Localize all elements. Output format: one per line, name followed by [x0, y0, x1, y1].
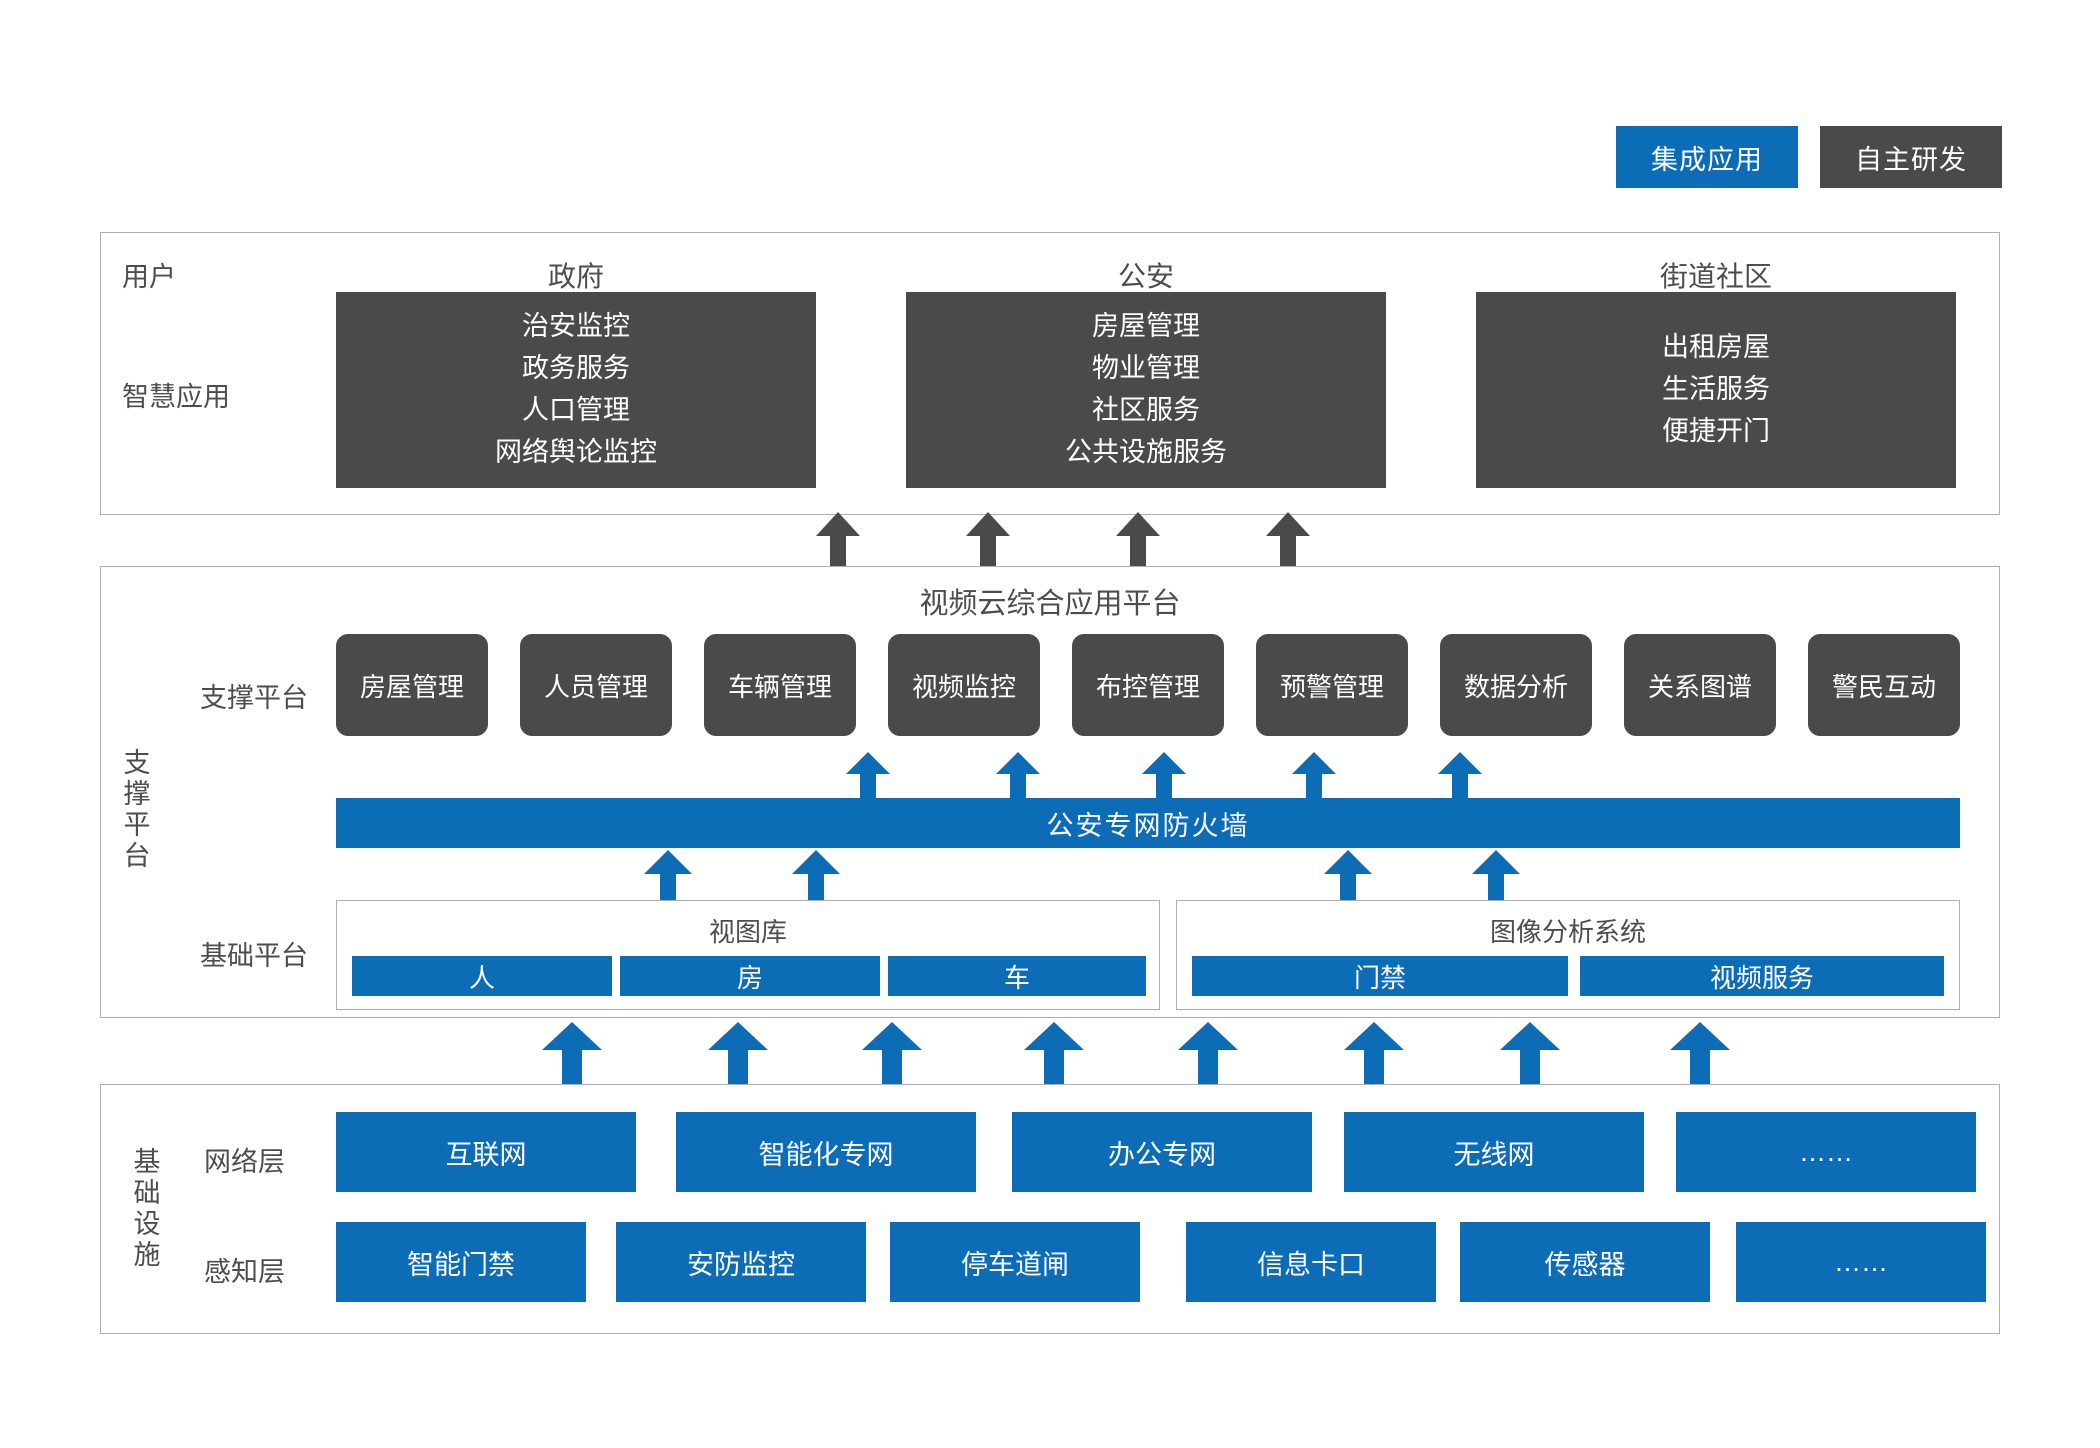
infra-network-item-3[interactable]: 无线网	[1344, 1112, 1644, 1192]
base-item-view-library-2[interactable]: 车	[888, 956, 1146, 996]
row-label-support-platform: 支撑平台	[200, 682, 308, 713]
platform-title: 视频云综合应用平台	[919, 588, 1181, 620]
support-item-1[interactable]: 人员管理	[520, 634, 672, 736]
app-item-public-security-0: 房屋管理	[1092, 311, 1200, 342]
legend-item-integrated-app: 集成应用	[1616, 126, 1798, 188]
arrow-base-to-firewall-group	[644, 850, 1520, 902]
base-item-image-analysis-0[interactable]: 门禁	[1192, 956, 1568, 996]
app-column-title-government: 政府	[547, 261, 604, 292]
support-item-8[interactable]: 警民互动	[1808, 634, 1960, 736]
legend-item-self-developed: 自主研发	[1820, 126, 2002, 188]
app-item-street-community-0: 出租房屋	[1662, 332, 1770, 363]
arrow-infrastructure-to-platform-group	[542, 1022, 1730, 1084]
legend-label-self-developed: 自主研发	[1855, 144, 1967, 175]
support-item-6[interactable]: 数据分析	[1440, 634, 1592, 736]
infrastructure-side-label: 基础设施	[129, 1147, 160, 1271]
support-item-3[interactable]: 视频监控	[888, 634, 1040, 736]
row-label-perception: 感知层	[204, 1256, 285, 1287]
support-item-2[interactable]: 车辆管理	[704, 634, 856, 736]
row-label-network: 网络层	[204, 1146, 285, 1177]
app-item-government-1: 政务服务	[522, 353, 630, 384]
app-item-street-community-1: 生活服务	[1662, 374, 1770, 405]
base-item-view-library-0[interactable]: 人	[352, 956, 612, 996]
infra-perception-item-1[interactable]: 安防监控	[616, 1222, 866, 1302]
infra-perception-item-4[interactable]: 传感器	[1460, 1222, 1710, 1302]
infra-perception-item-2[interactable]: 停车道闸	[890, 1222, 1140, 1302]
infra-perception-item-3[interactable]: 信息卡口	[1186, 1222, 1436, 1302]
app-item-public-security-1: 物业管理	[1092, 353, 1200, 384]
app-item-government-3: 网络舆论监控	[495, 436, 657, 467]
legend: 集成应用 自主研发	[1616, 126, 2002, 188]
base-item-view-library-1[interactable]: 房	[620, 956, 880, 996]
app-item-street-community-2: 便捷开门	[1662, 415, 1770, 446]
infra-network-item-2[interactable]: 办公专网	[1012, 1112, 1312, 1192]
app-item-public-security-2: 社区服务	[1092, 395, 1200, 425]
app-item-government-2: 人口管理	[522, 395, 630, 425]
base-group-title-image-analysis: 图像分析系统	[1489, 917, 1646, 947]
support-item-0[interactable]: 房屋管理	[336, 634, 488, 736]
support-item-7[interactable]: 关系图谱	[1624, 634, 1776, 736]
infra-perception-item-5[interactable]: ……	[1736, 1222, 1986, 1302]
platform-side-label: 支撑平台	[119, 748, 150, 872]
arrow-firewall-to-support-group	[846, 752, 1482, 800]
firewall-bar[interactable]: 公安专网防火墙	[336, 798, 1960, 848]
app-item-government-0: 治安监控	[522, 311, 630, 342]
row-label-user: 用户	[122, 261, 176, 292]
row-label-smart-application: 智慧应用	[122, 381, 230, 412]
app-box-street-community[interactable]: 出租房屋 生活服务 便捷开门	[1476, 292, 1956, 488]
app-item-public-security-3: 公共设施服务	[1065, 436, 1227, 467]
base-group-title-view-library: 视图库	[708, 917, 787, 947]
row-label-base-platform: 基础平台	[200, 940, 308, 971]
arrow-platform-to-application-group	[816, 512, 1310, 568]
app-box-public-security[interactable]: 房屋管理 物业管理 社区服务 公共设施服务	[906, 292, 1386, 488]
support-item-5[interactable]: 预警管理	[1256, 634, 1408, 736]
base-item-image-analysis-1[interactable]: 视频服务	[1580, 956, 1944, 996]
app-box-government[interactable]: 治安监控 政务服务 人口管理 网络舆论监控	[336, 292, 816, 488]
legend-label-integrated-app: 集成应用	[1651, 144, 1763, 175]
app-column-title-street-community: 街道社区	[1659, 261, 1772, 292]
infra-perception-item-0[interactable]: 智能门禁	[336, 1222, 586, 1302]
infra-network-item-0[interactable]: 互联网	[336, 1112, 636, 1192]
support-item-4[interactable]: 布控管理	[1072, 634, 1224, 736]
infra-network-item-4[interactable]: ……	[1676, 1112, 1976, 1192]
infra-network-item-1[interactable]: 智能化专网	[676, 1112, 976, 1192]
app-column-title-public-security: 公安	[1117, 261, 1174, 292]
